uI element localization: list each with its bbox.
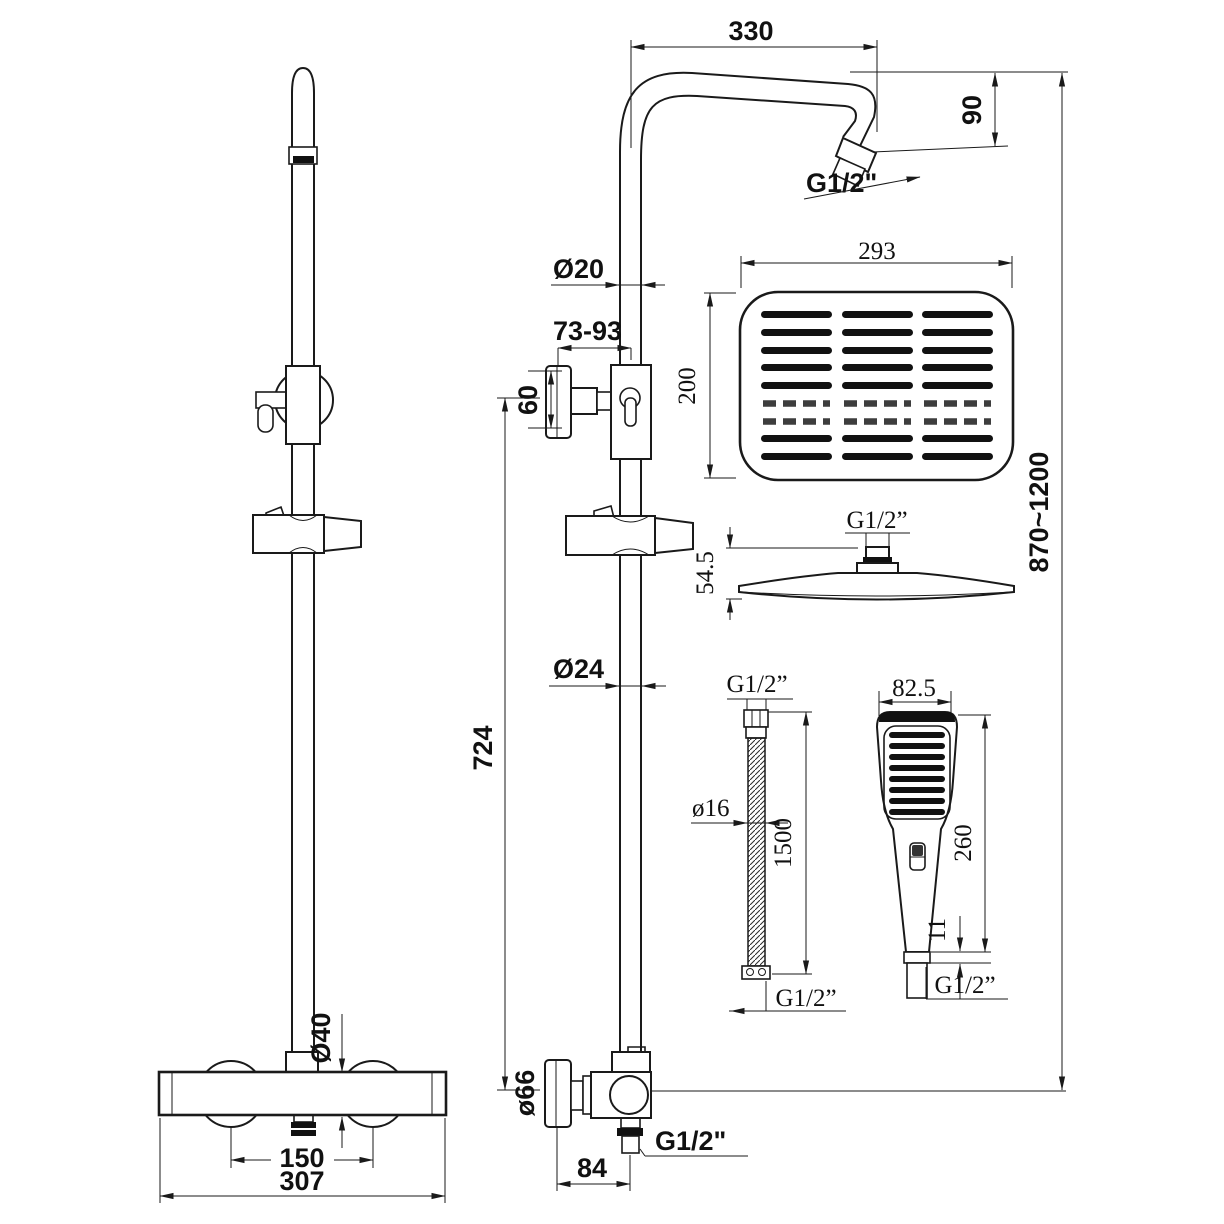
thread-handset-label: G1/2” [934,972,995,999]
handset-connector [903,951,931,964]
slider-holder-side [252,514,325,554]
dim-handset-length: 260 [950,824,977,862]
bracket-flange-front [545,365,572,439]
valve-outlet [620,1117,641,1129]
dim-head-height: 54.5 [692,551,719,595]
handset-faceplate [883,725,951,820]
dim-valve-width: 307 [279,1166,324,1196]
dim-valve-connector: Ø40 [306,1012,336,1063]
dim-pipe-length: 724 [468,725,498,770]
dim-hose-diameter: ø16 [692,795,730,822]
arm-outlet-nut [834,136,878,174]
dim-handset-outlet: 11 [924,918,951,942]
thread-arm-label: G1/2" [806,168,877,198]
head-thread-nut [865,546,890,559]
slider-cone-side [323,515,362,553]
dim-overall-height: 870~1200 [1024,452,1054,573]
valve-top-nut [611,1051,651,1073]
bracket-body-side [285,365,321,445]
shower-arm-outer [619,71,877,153]
valve-arm [570,1080,584,1111]
dim-bracket-range: 73-93 [553,316,622,346]
bracket-arm [570,387,598,415]
side-view-column: Ø40 150 307 [157,66,448,1203]
dim-valve-flange: ø66 [510,1070,540,1117]
dim-pipe-lower: Ø24 [553,654,604,684]
dim-valve-centers: 150 [279,1143,324,1173]
hose-body [747,737,766,967]
shower-arm-inner [640,94,857,161]
handset-spray-bars [889,732,945,815]
dim-head-width: 293 [858,238,896,265]
head-slots [761,311,993,460]
slider-holder-front [565,515,656,556]
mixer-body-side [157,1070,448,1117]
thread-valve-label: G1/2" [655,1126,726,1156]
handset-top-band [879,712,955,722]
slider-pipe-notch-top [288,514,318,521]
bracket-lever-loop [257,404,274,433]
front-view-column: 330 90 G1/2" Ø20 73-93 60 [468,16,1068,1191]
valve-flange [544,1059,572,1128]
head-side-view: G1/2” 54.5 [692,507,1015,620]
thread-hose-bottom-label: G1/2” [775,985,836,1012]
dim-arm-length: 330 [728,16,773,46]
valve-knob [609,1075,649,1115]
handset-tail [906,962,928,999]
hose-view: G1/2” ø16 1500 G1/2” [691,671,846,1015]
dim-valve-offset: 84 [577,1153,607,1183]
handset-view: 82.5 11 260 G1/2” [875,675,1008,1000]
dim-hose-length: 1500 [770,818,797,868]
pipe-junction-band [293,156,314,163]
thread-hose-top-label: G1/2” [726,671,787,698]
riser-pipe-side [291,66,315,1055]
head-top-view: 293 200 [674,238,1015,482]
hose-top-nut [743,709,769,728]
head-disc [738,572,1015,601]
dim-arm-drop: 90 [957,95,987,125]
slider-cone-front [654,516,694,555]
dim-bracket-height: 60 [513,385,543,415]
arm-outlet-tube [831,156,867,188]
overall-height-dimension: 870~1200 [1024,72,1066,1091]
slider-pipe-notch-bottom [288,547,318,554]
dim-handset-width: 82.5 [892,675,936,702]
dim-head-depth: 200 [674,367,701,405]
thread-head-label: G1/2” [846,507,907,534]
dim-pipe-upper: Ø20 [553,254,604,284]
